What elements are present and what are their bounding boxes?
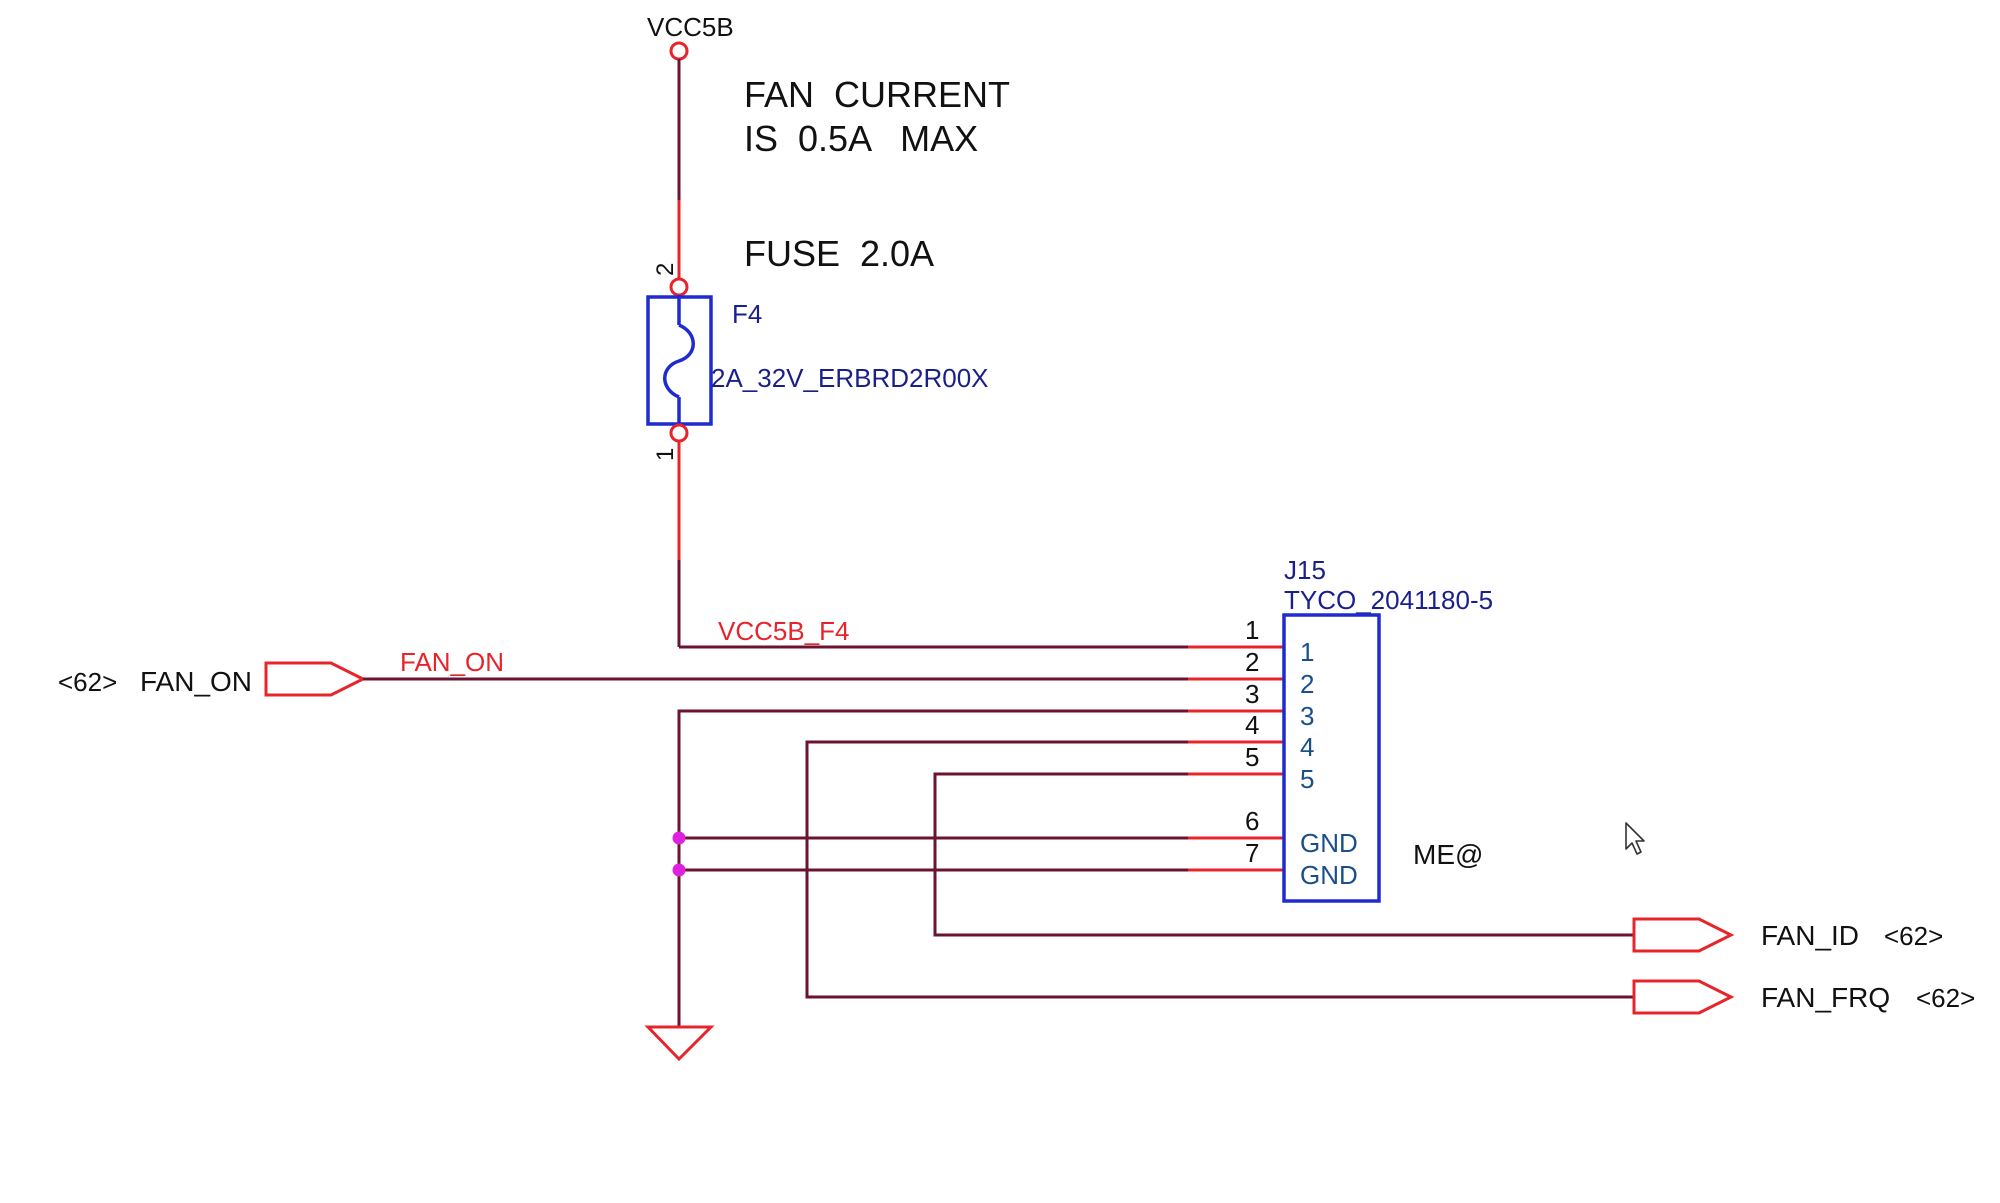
mouse-cursor-icon: [1625, 822, 1645, 855]
pin-name-6: GND: [1300, 828, 1358, 858]
fan-id-port-name: FAN_ID: [1761, 920, 1859, 951]
fuse-pin2-terminal: [669, 277, 689, 297]
fan-frq-port-name: FAN_FRQ: [1761, 982, 1890, 1013]
connector-j15[interactable]: J15 TYCO_2041180-5 1 2 3 4 5 6 7 1 2 3 4…: [1245, 555, 1493, 903]
pin-number-1: 1: [1245, 615, 1259, 645]
fuse-pin2-number: 2: [652, 263, 679, 276]
fuse-pin1-number: 1: [652, 448, 679, 461]
connector-part-number: TYCO_2041180-5: [1284, 585, 1493, 615]
ground-symbol: [644, 1025, 715, 1062]
pin-number-2: 2: [1245, 647, 1259, 677]
pin-number-5: 5: [1245, 742, 1259, 772]
fan-id-port-symbol[interactable]: [1632, 917, 1735, 953]
junction-dot-gnd-6: [672, 831, 686, 845]
pin-name-2: 2: [1300, 669, 1314, 699]
fan-on-port-name: FAN_ON: [140, 666, 252, 697]
fuse-element: [663, 323, 695, 399]
vcc5b-terminal: [669, 41, 689, 61]
net-label-fan-on: FAN_ON: [400, 647, 504, 677]
note-fan-current: FAN CURRENT: [744, 74, 1010, 115]
vcc5b-label: VCC5B: [647, 12, 734, 42]
pin-name-5: 5: [1300, 764, 1314, 794]
pin-number-7: 7: [1245, 838, 1259, 868]
note-fuse-rating: FUSE 2.0A: [744, 233, 934, 274]
connector-body: [1282, 613, 1381, 903]
fuse-f4[interactable]: 2 1 F4 2A_32V_ERBRD2R00X: [646, 263, 989, 461]
pin5-wire: [933, 772, 1634, 937]
pin-name-1: 1: [1300, 637, 1314, 667]
pin-number-3: 3: [1245, 679, 1259, 709]
fan-id-port-ref: <62>: [1884, 921, 1943, 951]
fan-frq-port-symbol[interactable]: [1632, 979, 1735, 1015]
junction-dot-gnd-7: [672, 863, 686, 877]
pin-number-4: 4: [1245, 710, 1259, 740]
fan-on-port-ref: <62>: [58, 667, 117, 697]
pin3-wire: [677, 709, 1188, 1027]
pin-number-6: 6: [1245, 806, 1259, 836]
fan-on-port-symbol[interactable]: [264, 661, 367, 697]
fuse-pin1-terminal: [669, 423, 689, 443]
fan-frq-port-ref: <62>: [1916, 983, 1975, 1013]
connector-mark: ME@: [1413, 839, 1483, 870]
pin-name-4: 4: [1300, 732, 1314, 762]
pin-name-3: 3: [1300, 701, 1314, 731]
connector-reference: J15: [1284, 555, 1326, 585]
fuse-reference: F4: [732, 299, 762, 329]
fuse-value: 2A_32V_ERBRD2R00X: [711, 363, 989, 393]
note-current-max: IS 0.5A MAX: [744, 118, 978, 159]
net-label-vcc5b-f4: VCC5B_F4: [718, 616, 850, 646]
pin-name-7: GND: [1300, 860, 1358, 890]
